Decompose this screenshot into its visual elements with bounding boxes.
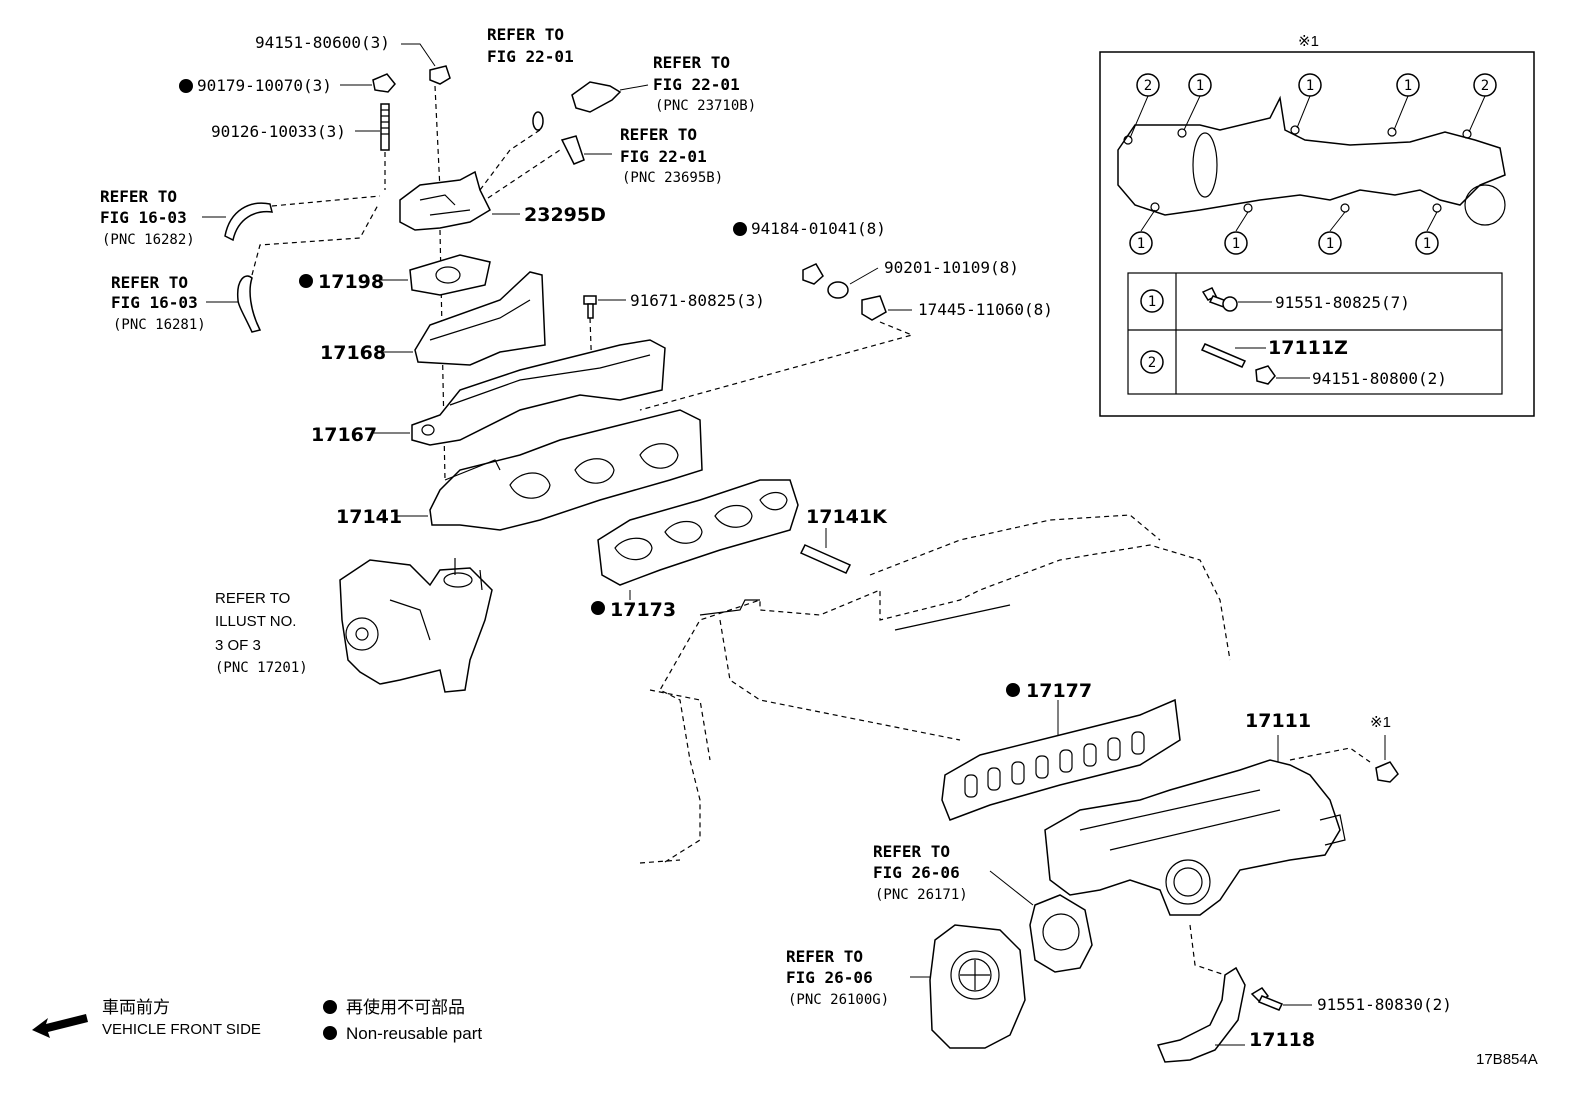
label-91551-80830: 91551-80830(2): [1317, 995, 1452, 1014]
inset-circle-label: 1: [1404, 78, 1412, 94]
ref6-line3: 3 OF 3: [215, 637, 261, 654]
manifold-17111: [1044, 735, 1371, 976]
gasket-17173: [597, 479, 799, 600]
ref2-line2: FIG 22-01: [653, 75, 740, 94]
ref4-line3: (PNC 16282): [102, 232, 195, 248]
table-circle-label: 1: [1148, 294, 1156, 310]
nut-90179-10070: [340, 73, 396, 93]
turbocharger: [339, 558, 493, 693]
nonreuse-en: Non-reusable part: [346, 1024, 482, 1043]
ref7-line1: REFER TO: [873, 842, 950, 861]
label-17167: 17167: [311, 424, 377, 446]
refer-labels: REFER TO FIG 22-01 REFER TO FIG 22-01 (P…: [100, 25, 968, 1008]
gasket-17177: [941, 698, 1181, 821]
label-17198: 17198: [318, 271, 384, 293]
label-17111Z: 17111Z: [1268, 337, 1348, 359]
gasket-26171: [989, 870, 1093, 973]
inset-circle-label: 1: [1137, 236, 1145, 252]
inset-circle-label: 2: [1481, 78, 1489, 94]
nut-washer-set: [639, 263, 914, 411]
insulator-17168: [380, 271, 546, 366]
label-23295D: 23295D: [524, 204, 606, 226]
label-90126-10033: 90126-10033(3): [211, 122, 346, 141]
inset-circle-label: 2: [1144, 78, 1152, 94]
nut-callout-1: [1375, 735, 1399, 783]
stud-17141K: [799, 528, 852, 574]
inset-box: 2 1 1 1 2 1 1 1 1 1 2: [1099, 51, 1535, 417]
nonreusable-dot: [733, 222, 747, 236]
inset-circle-label: 1: [1423, 236, 1431, 252]
nonreusable-dot: [299, 274, 313, 288]
gasket-17198: [380, 254, 491, 296]
ref5-line1: REFER TO: [111, 273, 188, 292]
engine-outline: [639, 514, 1231, 864]
ref3-line1: REFER TO: [620, 125, 697, 144]
label-90179-10070: 90179-10070(3): [197, 76, 332, 95]
injector-parts: [532, 81, 649, 165]
bullet-icon: [323, 1026, 337, 1040]
ref6-line4: (PNC 17201): [215, 660, 308, 676]
ref8-line2: FIG 26-06: [786, 968, 873, 987]
label-94184-01041: 94184-01041(8): [751, 219, 886, 238]
ref8-line1: REFER TO: [786, 947, 863, 966]
ref7-line2: FIG 26-06: [873, 863, 960, 882]
ref1-line1: REFER TO: [487, 25, 564, 44]
nonreusable-dot: [179, 79, 193, 93]
ref3-line3: (PNC 23695B): [622, 170, 723, 186]
manifold-17141: [395, 409, 703, 531]
ref2-line1: REFER TO: [653, 53, 730, 72]
inset-circle-label: 1: [1326, 236, 1334, 252]
ref2-line3: (PNC 23710B): [655, 98, 756, 114]
bracket-17118: [1156, 966, 1246, 1063]
label-17177: 17177: [1026, 680, 1092, 702]
label-91671-80825: 91671-80825(3): [630, 291, 765, 310]
label-17168: 17168: [320, 342, 386, 364]
nut-94151-80600: [401, 43, 451, 85]
ref6-line1: REFER TO: [215, 590, 290, 607]
stud-90126-10033: [355, 103, 390, 190]
hoses: [202, 195, 381, 333]
label-94151-80600: 94151-80600(3): [255, 33, 390, 52]
ref6-line2: ILLUST NO.: [215, 613, 296, 630]
ref5-line2: FIG 16-03: [111, 293, 198, 312]
ref7-line3: (PNC 26171): [875, 887, 968, 903]
label-90201-10109: 90201-10109(8): [884, 258, 1019, 277]
label-17118: 17118: [1249, 1029, 1315, 1051]
label-91551-80825: 91551-80825(7): [1275, 293, 1410, 312]
nonreuse-jp: 再使用不可部品: [346, 997, 465, 1017]
label-17111: 17111: [1245, 710, 1311, 732]
label-17141K: 17141K: [806, 506, 888, 528]
inset-mark: ※1: [1298, 33, 1319, 50]
ref8-line3: (PNC 26100G): [788, 992, 889, 1008]
ref3-line2: FIG 22-01: [620, 147, 707, 166]
part-labels: 94151-80600(3) 90179-10070(3) 90126-1003…: [179, 33, 1452, 1051]
label-17141: 17141: [336, 506, 402, 528]
label-17445-11060: 17445-11060(8): [918, 300, 1053, 319]
nonreusable-dot: [591, 601, 605, 615]
label-94151-80800: 94151-80800(2): [1312, 369, 1447, 388]
bullet-icon: [323, 1000, 337, 1014]
bolt-91551-80830: [1250, 987, 1312, 1011]
nonreusable-dot: [1006, 683, 1020, 697]
ref1-line2: FIG 22-01: [487, 47, 574, 66]
diagram-id: 17B854A: [1476, 1051, 1538, 1068]
ref5-line3: (PNC 16281): [113, 317, 206, 333]
inset-circle-label: 1: [1306, 78, 1314, 94]
arrow-left-icon: [32, 1014, 88, 1038]
part-23295D: [399, 129, 561, 231]
callout-mark: ※1: [1370, 714, 1391, 731]
insulator-17167: [373, 339, 666, 446]
front-jp: 車両前方: [102, 998, 170, 1017]
label-17173: 17173: [610, 599, 676, 621]
throttle-body: [910, 924, 1026, 1049]
table-circle-label: 2: [1148, 355, 1156, 371]
inset-circle-label: 1: [1232, 236, 1240, 252]
inset-circle-label: 1: [1196, 78, 1204, 94]
front-en: VEHICLE FRONT SIDE: [102, 1021, 261, 1038]
legend: 車両前方 VEHICLE FRONT SIDE 再使用不可部品 Non-reus…: [32, 997, 1538, 1068]
ref4-line2: FIG 16-03: [100, 208, 187, 227]
ref4-line1: REFER TO: [100, 187, 177, 206]
